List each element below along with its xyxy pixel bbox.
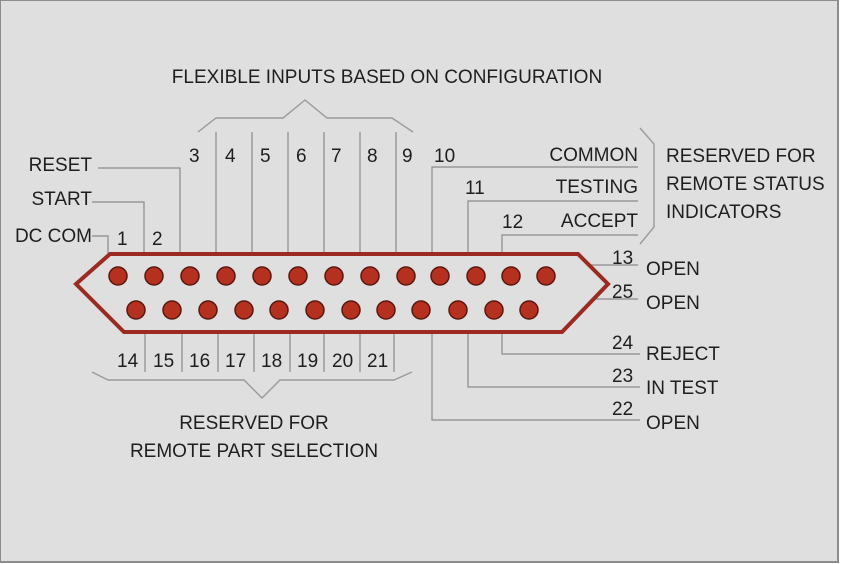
pin-label-13: 13 [612,248,633,269]
pin-8 [360,266,380,286]
pin-5 [252,266,272,286]
pin-label-22: 22 [612,399,633,420]
reserved-part-brace [91,371,413,399]
reserved-part-line-1: RESERVED FOR [179,413,329,434]
signal-open-25: OPEN [646,293,700,314]
pin-25 [519,300,539,320]
pin-23 [448,300,468,320]
pin-11 [466,266,486,286]
pin-1 [108,266,128,286]
pin-label-2: 2 [152,229,163,250]
pin-7 [324,266,344,286]
pin-label-7: 7 [331,146,342,167]
flexible-inputs-brace [197,99,414,133]
pin-label-10: 10 [434,146,455,167]
reserved-status-brace [639,127,655,245]
signal-in-test: IN TEST [646,378,719,399]
top-row-pins [108,266,556,286]
signal-open-22: OPEN [646,413,700,434]
reserved-part-line-2: REMOTE PART SELECTION [130,441,378,462]
signal-testing: TESTING [556,177,638,198]
pin-label-25: 25 [612,282,633,303]
pin-3 [180,266,200,286]
pin-label-18: 18 [261,351,282,372]
pin-21 [376,300,396,320]
reserved-status-line-3: INDICATORS [666,202,781,223]
bottom-row-pins [126,300,539,320]
pin-label-1: 1 [117,229,128,250]
pin-label-20: 20 [332,351,353,372]
pin-label-14: 14 [117,351,139,372]
pin-label-5: 5 [260,146,271,167]
pin-19 [305,300,325,320]
pin-6 [288,266,308,286]
pin-24 [484,300,504,320]
pin-label-15: 15 [153,351,174,372]
signal-common: COMMON [549,145,638,166]
flexible-inputs-heading: FLEXIBLE INPUTS BASED ON CONFIGURATION [172,67,602,88]
pin-label-8: 8 [367,146,378,167]
pin-label-16: 16 [189,351,210,372]
pin-label-4: 4 [225,146,236,167]
db25-connector-shell [73,252,611,334]
pin-17 [234,300,254,320]
pin-label-21: 21 [367,351,388,372]
pin-number-labels: 1 2 3 4 5 6 7 8 9 10 11 12 13 14 15 16 1… [117,146,634,420]
pin-9 [396,266,416,286]
reserved-status-line-2: REMOTE STATUS [666,174,825,195]
signal-reject: REJECT [646,344,720,365]
pin-label-17: 17 [225,351,246,372]
pin-10 [430,266,450,286]
pin-label-6: 6 [296,146,307,167]
reserved-status-line-1: RESERVED FOR [666,146,816,167]
pin-22 [411,300,431,320]
pin-2 [144,266,164,286]
pin-label-9: 9 [402,146,413,167]
signal-labels: COMMON TESTING ACCEPT RESET START DC COM… [15,145,720,434]
pin-label-23: 23 [612,366,633,387]
signal-accept: ACCEPT [561,211,638,232]
pin-20 [341,300,361,320]
signal-reset: RESET [29,155,93,176]
pin-13 [536,266,556,286]
pin-18 [269,300,289,320]
pin-label-12: 12 [502,212,523,233]
pin-12 [501,266,521,286]
signal-start: START [31,189,92,210]
signal-open-13: OPEN [646,259,700,280]
pin-label-19: 19 [297,351,318,372]
pin-16 [198,300,218,320]
pin-4 [216,266,236,286]
pin-label-11: 11 [465,178,485,199]
pin-15 [162,300,182,320]
pin-label-3: 3 [189,146,200,167]
pin-14 [126,300,146,320]
pin-label-24: 24 [612,333,634,354]
signal-dc-com: DC COM [15,226,92,247]
